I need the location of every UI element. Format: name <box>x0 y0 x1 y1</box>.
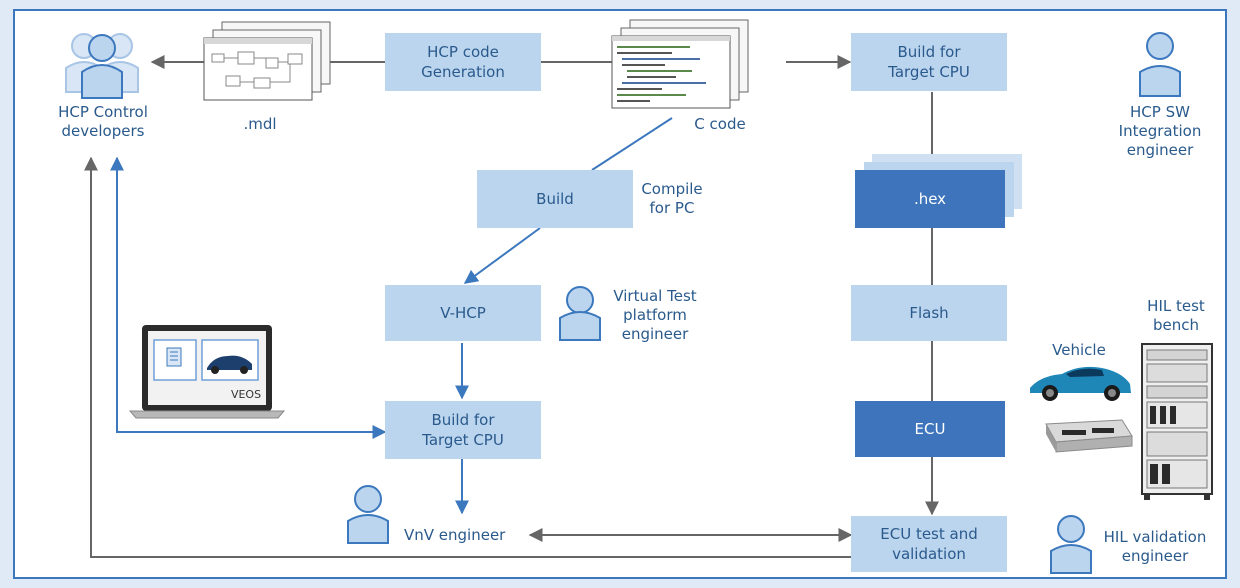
ecu-test-validation-box: ECU test and validation <box>851 516 1007 572</box>
ecu-test-validation-label: ECU test and validation <box>880 525 978 563</box>
person-icon-hil-validation <box>1050 515 1092 574</box>
control-developers-label: HCP Control developers <box>58 103 148 140</box>
hil-validation-label: HIL validation engineer <box>1103 528 1207 565</box>
ecu-box: ECU <box>855 401 1005 457</box>
vehicle-label: Vehicle <box>1052 341 1106 359</box>
ecu-hardware-image <box>1045 419 1133 453</box>
build-pc-label: Build <box>536 190 574 208</box>
sports-car-image <box>1030 366 1131 401</box>
blue-connectors <box>110 117 673 515</box>
vnv-engineer-label: VnV engineer <box>404 526 506 544</box>
hil-bench-label: HIL test bench <box>1147 297 1205 334</box>
people-group-icon <box>65 33 139 99</box>
vhcp-label: V-HCP <box>440 304 486 322</box>
hex-box: .hex <box>855 170 1005 228</box>
flash-label: Flash <box>909 304 949 322</box>
hcp-code-generation-label: HCP code Generation <box>421 43 505 81</box>
compile-pc-label: Compile for PC <box>641 180 703 217</box>
person-icon-virtual-test <box>559 286 601 341</box>
hil-rack-image <box>1141 343 1213 500</box>
person-icon-sw-integration <box>1139 32 1181 97</box>
hex-label: .hex <box>913 190 947 208</box>
simulink-model-document-stack <box>203 21 331 101</box>
flash-box: Flash <box>851 285 1007 341</box>
arrow-build-pc-to-vhcp <box>463 227 541 284</box>
c-code-label: C code <box>694 115 746 133</box>
build-target-bottom-box: Build for Target CPU <box>385 401 541 459</box>
arrow-build-target-to-developers <box>110 156 387 439</box>
gray-connectors <box>84 55 939 558</box>
ecu-label: ECU <box>914 420 946 438</box>
build-pc-box: Build <box>477 170 633 228</box>
line-ccode-to-build-pc <box>591 117 673 171</box>
person-icon-vnv <box>347 485 389 544</box>
sw-integration-label: HCP SW Integration engineer <box>1118 103 1202 159</box>
laptop-icon <box>128 325 286 419</box>
source-code-document-stack <box>611 19 749 109</box>
build-target-top-label: Build for Target CPU <box>888 43 970 81</box>
vhcp-box: V-HCP <box>385 285 541 341</box>
mdl-label: .mdl <box>243 115 277 133</box>
build-target-bottom-label: Build for Target CPU <box>422 411 504 449</box>
arrow-ecu-test-to-developers <box>84 156 851 558</box>
veos-label: VEOS <box>230 388 262 401</box>
virtual-test-label: Virtual Test platform engineer <box>613 287 697 343</box>
build-target-top-box: Build for Target CPU <box>851 33 1007 91</box>
hcp-code-generation-box: HCP code Generation <box>385 33 541 91</box>
